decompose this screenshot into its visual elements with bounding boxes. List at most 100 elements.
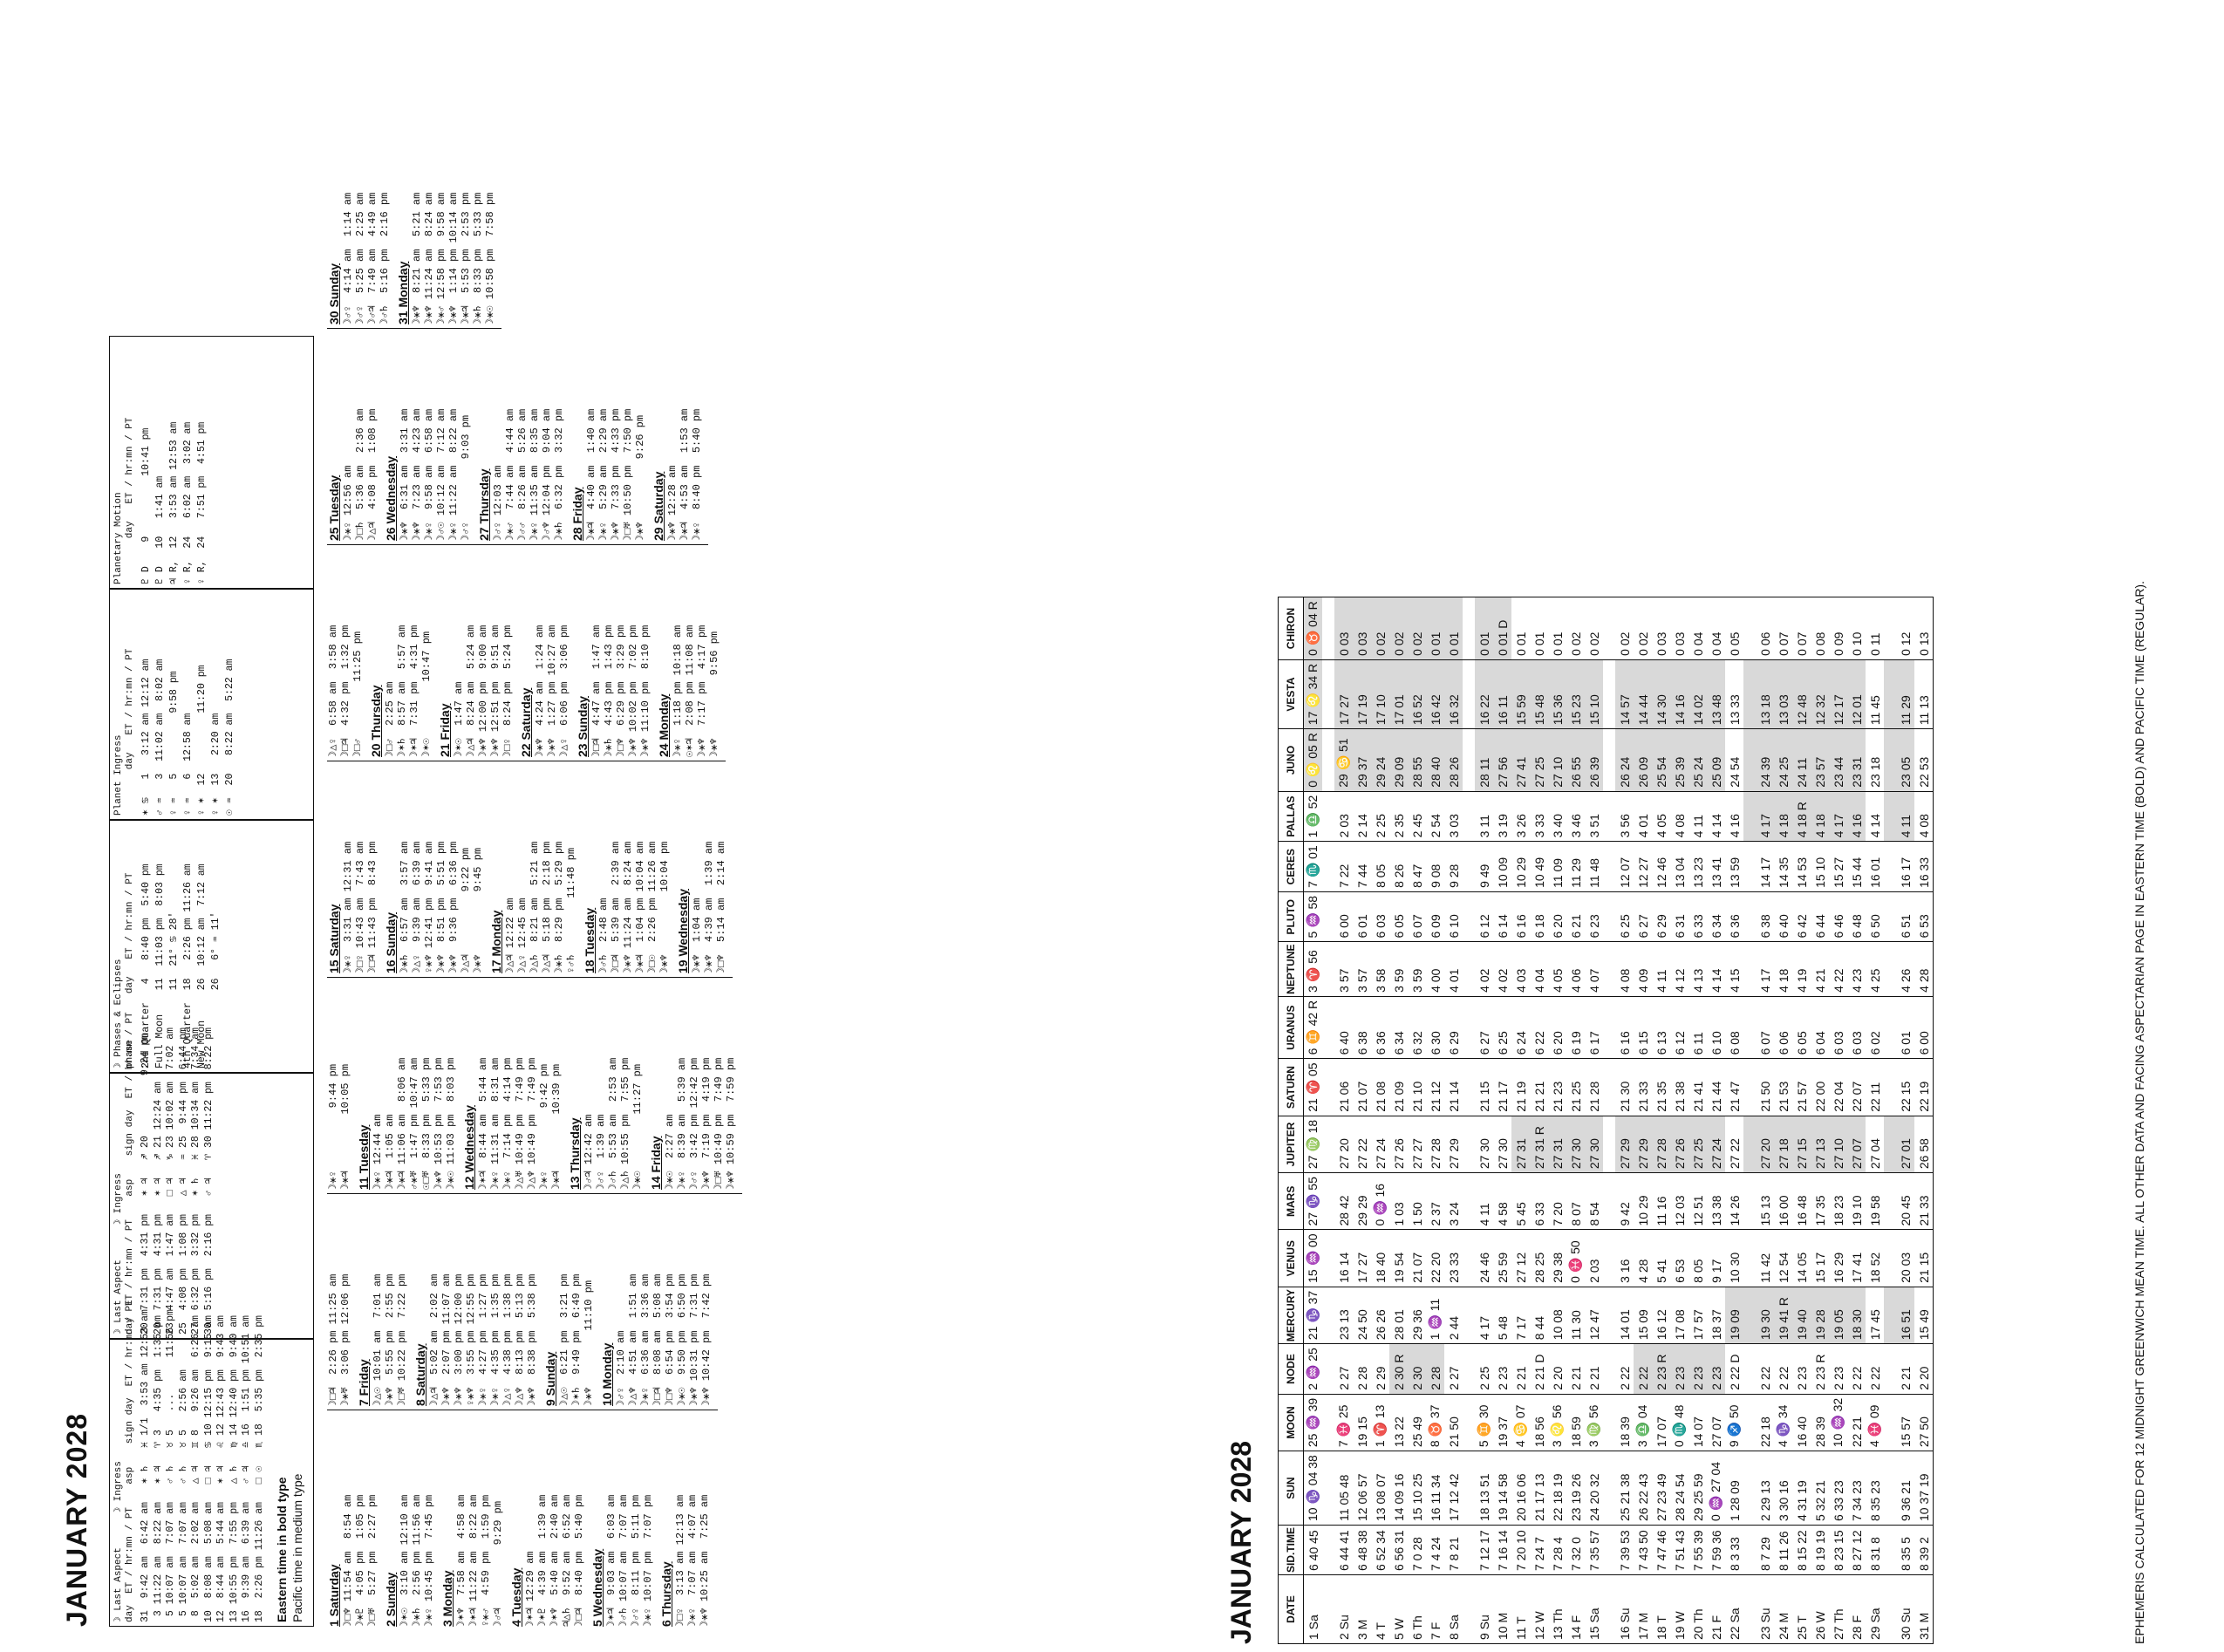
- aspect-day-heading: 1 Saturday: [327, 1564, 341, 1627]
- ephemeris-cell: 2 21: [1585, 1343, 1603, 1395]
- ephemeris-cell: 4 28: [1914, 942, 1934, 997]
- ephemeris-row: [1884, 597, 1896, 1644]
- ephemeris-cell: 0 09: [1829, 597, 1847, 660]
- ephemeris-cell: 14 09 16: [1389, 1451, 1408, 1526]
- ephemeris-cell: 20 03: [1896, 1230, 1914, 1287]
- planet-ingress-rows: ✶ ♋ 1 3:12 am 12:12 am ♂ ♒ 3 11:02 am 8:…: [140, 659, 235, 816]
- ephemeris-cell: 24 50: [1353, 1287, 1371, 1344]
- ephemeris-cell: 15 44: [1847, 841, 1866, 892]
- ephemeris-cell: 2 Su: [1334, 1574, 1353, 1644]
- ephemeris-cell: 15 09: [1634, 1287, 1652, 1344]
- ephemeris-cell: 0 03: [1652, 597, 1670, 660]
- ephemeris-cell: 8 Sa: [1444, 1574, 1463, 1644]
- ephemeris-cell: 25 T: [1792, 1574, 1811, 1644]
- ephemeris-cell: 4 18: [1811, 791, 1829, 842]
- ephemeris-cell: 7 17: [1511, 1287, 1530, 1344]
- ephemeris-cell: 2 23: [1792, 1343, 1811, 1395]
- ephemeris-cell: 15 59: [1511, 659, 1530, 729]
- ephemeris-cell: 27 29: [1615, 1116, 1634, 1173]
- ephemeris-cell: 1 ♈ 13: [1371, 1394, 1389, 1451]
- ephemeris-column-header: PLUTO: [1278, 891, 1304, 942]
- ephemeris-cell: 7 16 14: [1493, 1525, 1511, 1575]
- ephemeris-cell: 2 45: [1408, 791, 1426, 842]
- ephemeris-cell: 16 14: [1334, 1230, 1353, 1287]
- ephemeris-cell: 13 48: [1707, 659, 1725, 729]
- ephemeris-cell: 8 31 8: [1866, 1525, 1884, 1575]
- ephemeris-cell: 27 13: [1811, 1116, 1829, 1173]
- ephemeris-cell: 6 40 45: [1303, 1525, 1322, 1575]
- ephemeris-cell: 3 11: [1475, 791, 1493, 842]
- ephemeris-cell: 3 57: [1353, 942, 1371, 997]
- ephemeris-cell: 2 23: [1707, 1343, 1725, 1395]
- ephemeris-cell: 12 46: [1652, 841, 1670, 892]
- ephemeris-cell: 15 13: [1756, 1172, 1774, 1230]
- aspect-day-heading: 22 Saturday: [519, 687, 533, 757]
- ephemeris-cell: 17 08: [1670, 1287, 1688, 1344]
- aspect-day-heading: 2 Sunday: [384, 1572, 398, 1627]
- ephemeris-cell: 6 44 41: [1334, 1525, 1353, 1575]
- ephemeris-cell: 6 29: [1444, 996, 1463, 1059]
- aspect-events: ☽✶☉ 3:10 am 12:10 am ☽⚹♄ 2:56 pm 11:56 a…: [399, 1494, 435, 1627]
- ephemeris-cell: 7 4 24: [1426, 1525, 1444, 1575]
- lunar-ingress-header-1: ☽ Last Aspect ☽ Ingress day ET / hr:mn /…: [113, 1300, 135, 1622]
- ephemeris-cell: 13 Th: [1548, 1574, 1566, 1644]
- ephemeris-cell: 21 ♈ 05: [1303, 1058, 1322, 1116]
- aspect-events: ☽♂♀ 2:10 am ☽△♆ 4:51 am 1:51 am ☽⚹♀ 6:36…: [615, 1273, 713, 1406]
- ephemeris-cell: 7 F: [1426, 1574, 1444, 1644]
- ephemeris-cell: 24 M: [1774, 1574, 1792, 1644]
- ephemeris-cell: 0 03: [1334, 597, 1353, 660]
- ephemeris-cell: 10 08: [1548, 1287, 1566, 1344]
- ephemeris-cell: 3 ♌ 56: [1548, 1394, 1566, 1451]
- ephemeris-cell: 26 W: [1811, 1574, 1829, 1644]
- ephemeris-cell: 6 48 38: [1353, 1525, 1371, 1575]
- ephemeris-cell: 24 39: [1756, 728, 1774, 792]
- ephemeris-cell: 19 15: [1353, 1394, 1371, 1451]
- ephemeris-cell: 8 35 23: [1866, 1451, 1884, 1526]
- ephemeris-cell: 4 05: [1652, 791, 1670, 842]
- ephemeris-cell: 0 ♒ 16: [1371, 1172, 1389, 1230]
- ephemeris-cell: 6 22: [1530, 996, 1548, 1059]
- aspect-day: 5 Wednesday☽✶♃ 9:03 am 6:03 am ☽♂♄ 10:07…: [590, 1417, 654, 1627]
- ephemeris-cell: 2 29 13: [1756, 1451, 1774, 1526]
- ephemeris-cell: 21 06: [1334, 1058, 1353, 1116]
- ephemeris-cell: 6 30: [1426, 996, 1444, 1059]
- aspect-day-heading: 24 Monday: [657, 693, 671, 757]
- aspect-day: 3 Monday☽✶♆ 7:58 am 4:58 am ☽✶♃ 11:22 am…: [440, 1417, 504, 1627]
- ephemeris-cell: 17 27: [1353, 1230, 1371, 1287]
- ephemeris-cell: 28 26: [1444, 728, 1463, 792]
- ephemeris-cell: 4 58: [1493, 1172, 1511, 1230]
- ephemeris-cell: 23 18: [1866, 728, 1884, 792]
- ephemeris-cell: 6 33: [1530, 1172, 1548, 1230]
- ephemeris-cell: 6 33 23: [1829, 1451, 1847, 1526]
- ephemeris-cell: 6 03: [1371, 891, 1389, 942]
- ephemeris-cell: 13 33: [1725, 659, 1743, 729]
- ephemeris-cell: 4 ♑ 34: [1774, 1394, 1792, 1451]
- aspect-day: 28 Friday☽⚹♃ 4:40 am 1:40 am ☽⚹♀ 5:29 am…: [570, 331, 646, 541]
- ephemeris-cell: 6 31: [1670, 891, 1688, 942]
- aspect-events: ☽✶♃ 9:03 am 6:03 am ☽♂♄ 10:07 am 7:07 am…: [605, 1494, 654, 1627]
- ephemeris-cell: 6 25: [1615, 891, 1634, 942]
- aspect-day-heading: 13 Thursday: [568, 1117, 582, 1190]
- ephemeris-cell: 4 26: [1896, 942, 1914, 997]
- ephemeris-cell: 4 01: [1634, 791, 1652, 842]
- ephemeris-cell: 27 15: [1792, 1116, 1811, 1173]
- ephemeris-cell: 16 51: [1896, 1287, 1914, 1344]
- planet-ingress-header: Planet Ingress day ET / hr:mn / PT: [113, 648, 135, 816]
- ephemeris-cell: 0 02: [1389, 597, 1408, 660]
- ephemeris-cell: 4 16: [1847, 791, 1866, 842]
- lunar-ingress-box-1: ☽ Last Aspect ☽ Ingress day ET / hr:mn /…: [109, 1300, 314, 1627]
- ephemeris-cell: 29 36: [1408, 1287, 1426, 1344]
- ephemeris-cell: 2 54: [1426, 791, 1444, 842]
- ephemeris-cell: 22 18: [1756, 1394, 1774, 1451]
- ephemeris-cell: 6 07: [1408, 891, 1426, 942]
- ephemeris-cell: 0 ♓ 50: [1566, 1230, 1585, 1287]
- ephemeris-cell: 6 56 31: [1389, 1525, 1408, 1575]
- ephemeris-cell: 5 48: [1493, 1287, 1511, 1344]
- ephemeris-cell: 21 35: [1652, 1058, 1670, 1116]
- ephemeris-cell: 3 ♍ 56: [1585, 1394, 1603, 1451]
- aspect-day-heading: 6 Thursday: [659, 1561, 673, 1627]
